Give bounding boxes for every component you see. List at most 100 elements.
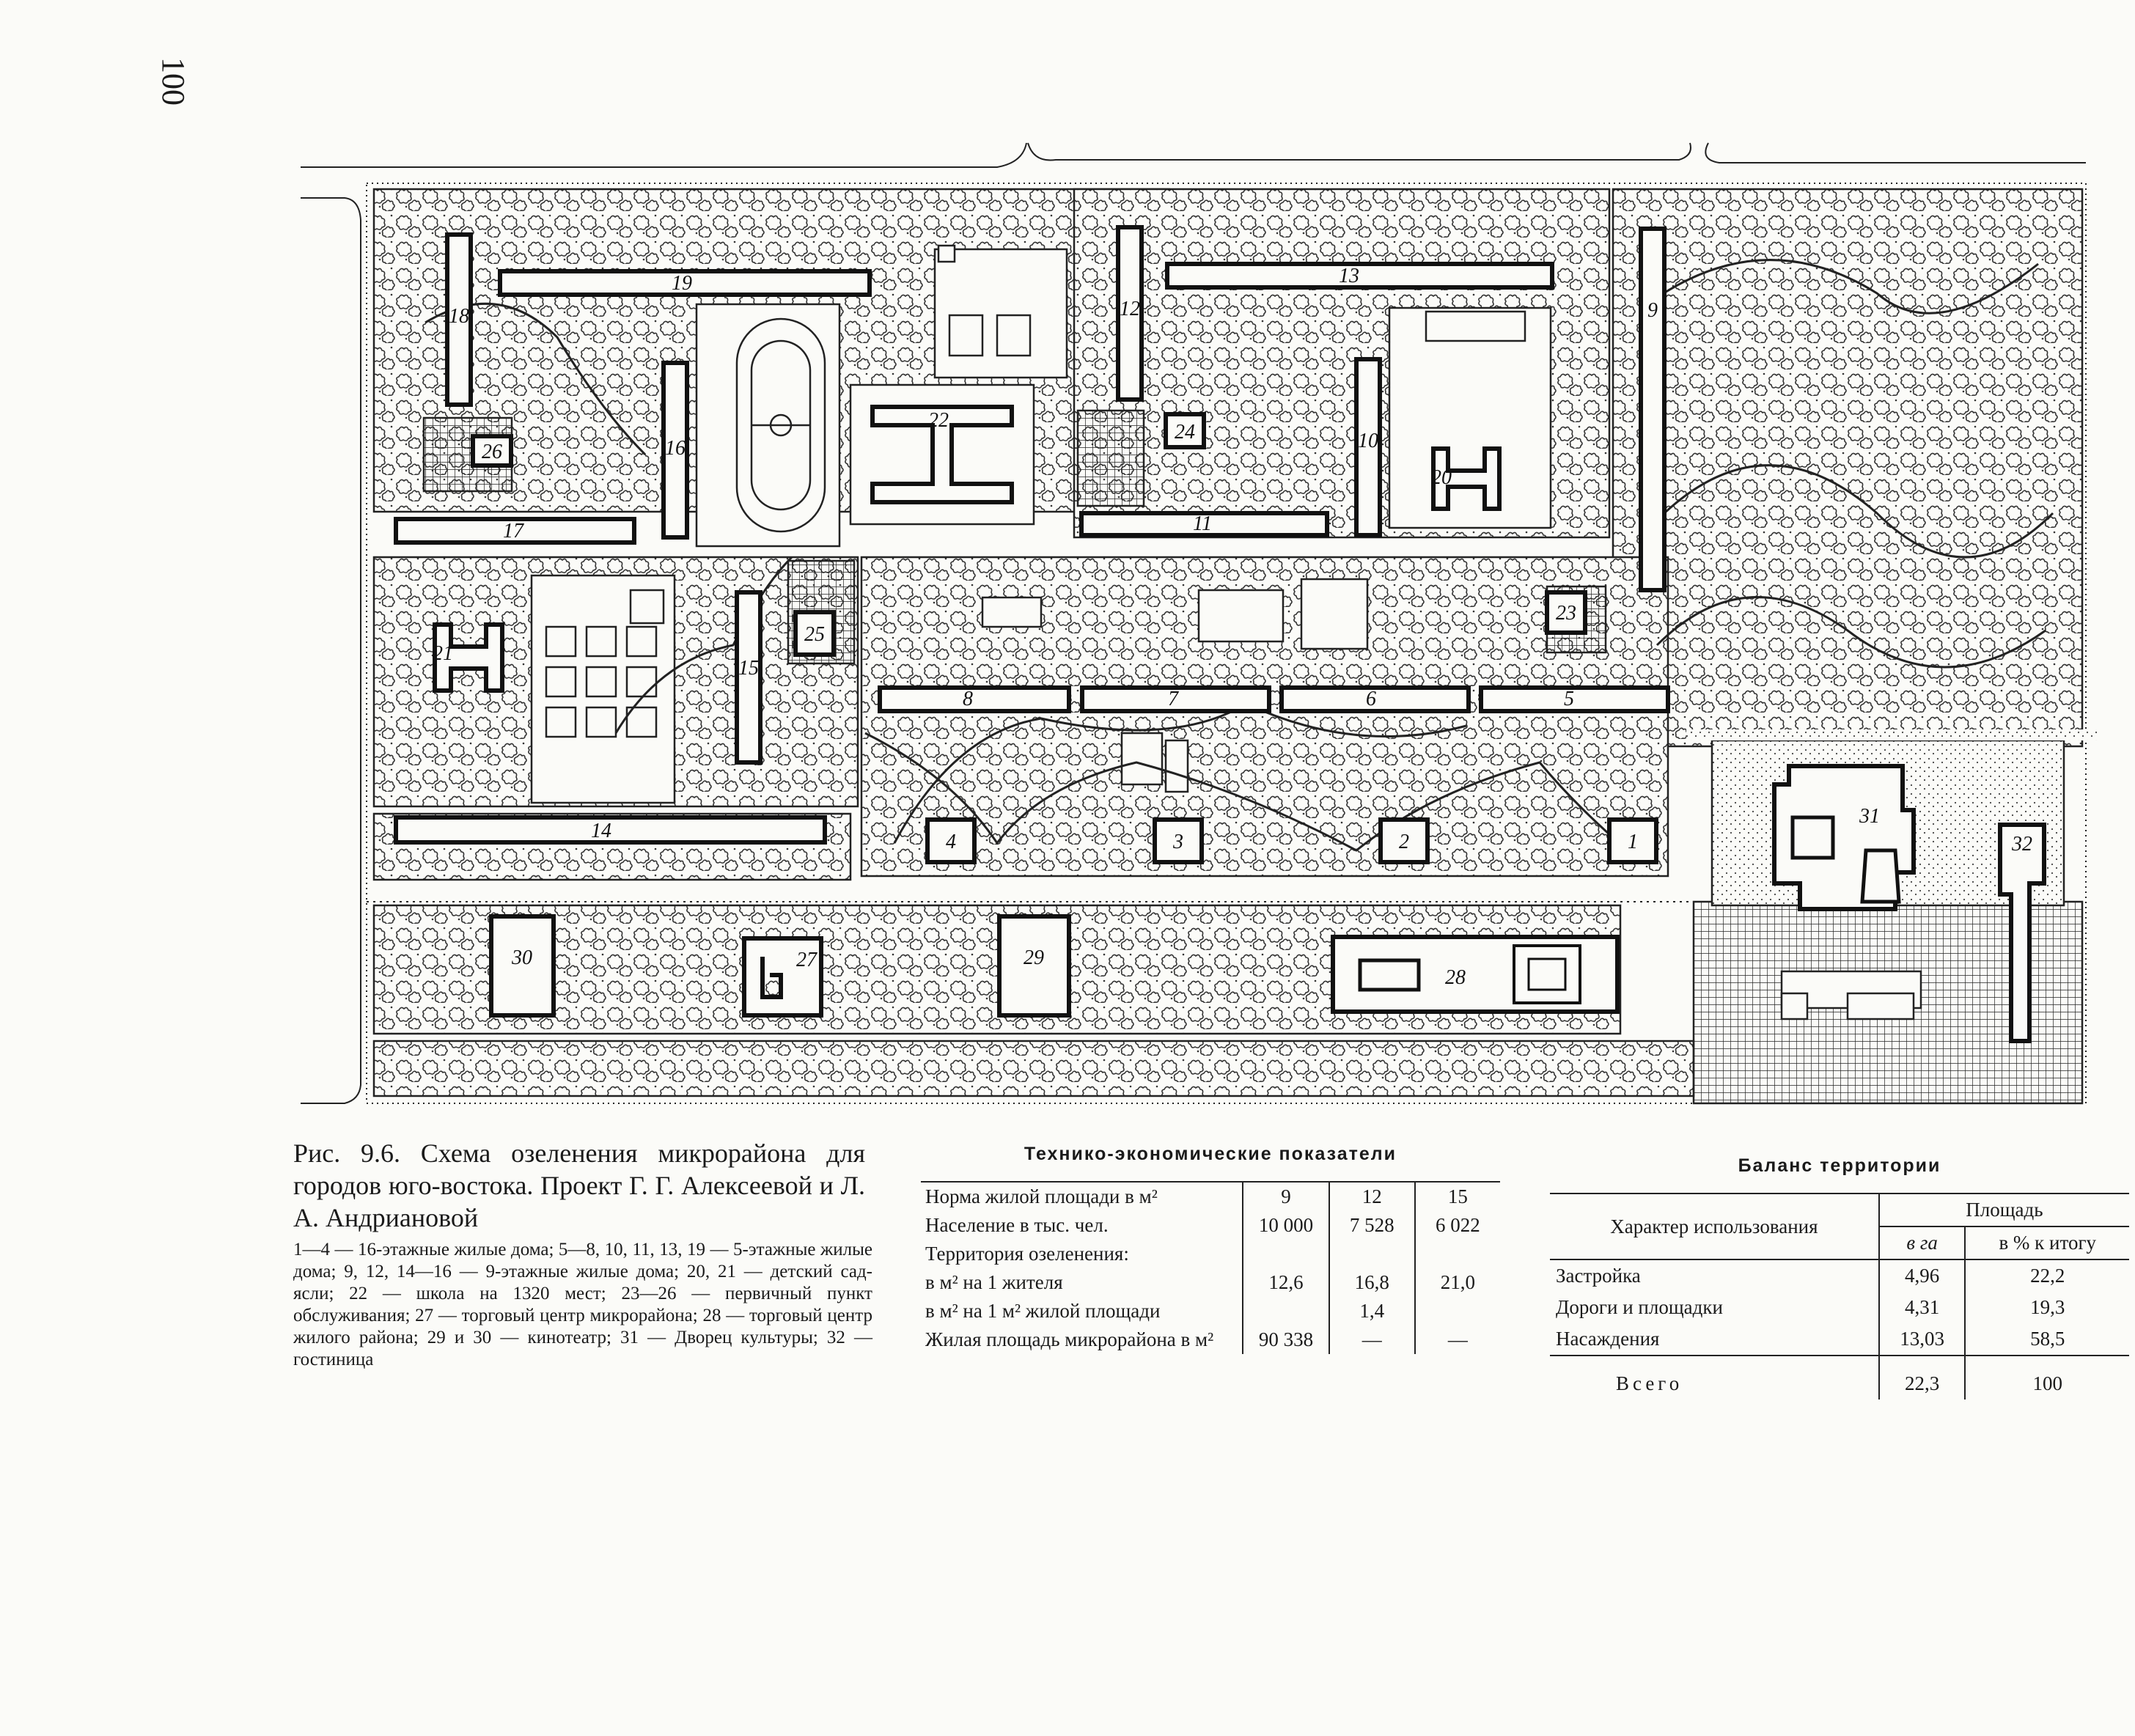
label-11: 11 <box>1193 512 1212 535</box>
building-17 <box>394 517 636 545</box>
label-31: 31 <box>1859 805 1880 828</box>
label-15: 15 <box>738 657 759 680</box>
building-15 <box>735 590 762 765</box>
cell-value <box>1414 1297 1500 1325</box>
building-2 <box>1378 817 1430 864</box>
territory-balance: Баланс территории Характер использования… <box>1550 1155 2129 1400</box>
label-18: 18 <box>449 305 469 328</box>
cell-value: 1,4 <box>1328 1297 1415 1325</box>
label-32: 32 <box>2011 833 2032 856</box>
label-4: 4 <box>946 831 956 853</box>
building-11 <box>1079 511 1329 537</box>
label-21: 21 <box>433 642 453 665</box>
label-24: 24 <box>1175 421 1195 444</box>
label-1: 1 <box>1628 831 1638 853</box>
label-10: 10 <box>1358 430 1378 452</box>
col-use-header: Характер использования <box>1550 1193 1879 1260</box>
building-16 <box>661 361 689 540</box>
cell-value: 10 000 <box>1242 1211 1329 1240</box>
cell-value: — <box>1328 1325 1415 1354</box>
cell-value: 22,3 <box>1878 1356 1966 1400</box>
label-12: 12 <box>1120 298 1140 320</box>
cell-value: 13,03 <box>1878 1323 1966 1356</box>
technical-indicators: Технико-экономические показатели Норма ж… <box>921 1144 1500 1354</box>
building-30 <box>489 914 556 1018</box>
table-row: Территория озеленения: <box>921 1240 1500 1268</box>
building-13 <box>1165 262 1554 290</box>
building-7 <box>1080 685 1271 713</box>
buildings <box>394 225 2046 1043</box>
label-19: 19 <box>672 272 692 295</box>
table-row: Застройка 4,96 22,2 <box>1550 1259 2129 1292</box>
label-13: 13 <box>1339 265 1359 287</box>
cell-value: 22,2 <box>1964 1259 2129 1292</box>
label-28: 28 <box>1445 966 1466 989</box>
building-21 <box>433 622 504 693</box>
building-28 <box>1331 935 1620 1014</box>
table-row: Дороги и площадки 4,31 19,3 <box>1550 1292 2129 1323</box>
cell-value: 15 <box>1414 1182 1500 1211</box>
tech-table: Норма жилой площади в м² 9 12 15 Населен… <box>921 1181 1500 1354</box>
cell-value: 9 <box>1242 1182 1329 1211</box>
table-row: Насаждения 13,03 58,5 <box>1550 1323 2129 1356</box>
building-9 <box>1639 227 1667 592</box>
building-4 <box>925 817 977 864</box>
balance-table: Характер использования Площадь в га в % … <box>1550 1193 2129 1400</box>
label-22: 22 <box>928 409 949 432</box>
tech-title: Технико-экономические показатели <box>1024 1144 1397 1164</box>
building-3 <box>1153 817 1204 864</box>
figure-legend: 1—4 — 16-этажные жилые дома; 5—8, 10, 11… <box>293 1240 872 1369</box>
label-17: 17 <box>503 520 524 542</box>
cell-label: Жилая площадь микрорайона в м² <box>925 1328 1214 1350</box>
cell-value <box>1414 1240 1500 1268</box>
building-29 <box>997 914 1071 1018</box>
balance-title: Баланс территории <box>1738 1155 1941 1176</box>
cell-value: 100 <box>1964 1356 2129 1400</box>
building-22 <box>870 405 1014 504</box>
cell-value: 21,0 <box>1414 1268 1500 1297</box>
cell-label: Дороги и площадки <box>1556 1296 1723 1318</box>
building-20 <box>1431 446 1502 511</box>
building-14 <box>394 815 827 845</box>
cell-value: 90 338 <box>1242 1325 1329 1354</box>
building-31 <box>1772 764 1916 911</box>
col-ha-header: в га <box>1878 1226 1966 1260</box>
figure-caption: Рис. 9.6. Схема озеленения микрорайона д… <box>293 1139 865 1232</box>
label-8: 8 <box>963 688 973 710</box>
building-8 <box>878 685 1071 713</box>
label-3: 3 <box>1172 831 1183 853</box>
building-18 <box>445 232 473 407</box>
cell-value: 12 <box>1328 1182 1415 1211</box>
table-row: в м² на 1 м² жилой площади 1,4 <box>921 1297 1500 1325</box>
label-30: 30 <box>511 946 532 969</box>
table-row-total: Всего 22,3 100 <box>1550 1356 2129 1400</box>
table-row: Население в тыс. чел. 10 000 7 528 6 022 <box>921 1211 1500 1240</box>
cell-label: Всего <box>1616 1372 1683 1394</box>
cell-value: 6 022 <box>1414 1211 1500 1240</box>
table-row: в м² на 1 жителя 12,6 16,8 21,0 <box>921 1268 1500 1297</box>
building-23 <box>1545 590 1587 635</box>
label-14: 14 <box>591 820 611 842</box>
label-7: 7 <box>1168 688 1179 710</box>
building-12 <box>1116 225 1144 402</box>
building-25 <box>793 610 836 657</box>
label-9: 9 <box>1647 299 1658 322</box>
cell-value: 7 528 <box>1328 1211 1415 1240</box>
cell-value: — <box>1414 1325 1500 1354</box>
cell-value: 19,3 <box>1964 1292 2129 1323</box>
building-10 <box>1354 357 1382 537</box>
cell-value: 4,31 <box>1878 1292 1966 1323</box>
col-area-header: Площадь <box>1878 1193 2129 1227</box>
building-5 <box>1479 685 1670 713</box>
building-19 <box>498 269 872 297</box>
label-25: 25 <box>804 623 825 646</box>
label-23: 23 <box>1556 602 1576 625</box>
label-26: 26 <box>482 441 502 463</box>
cell-label: Насаждения <box>1556 1328 1660 1350</box>
label-6: 6 <box>1366 688 1376 710</box>
cell-value <box>1242 1240 1329 1268</box>
building-24 <box>1164 412 1206 449</box>
cell-label: Население в тыс. чел. <box>925 1214 1109 1236</box>
cell-value: 16,8 <box>1328 1268 1415 1297</box>
label-16: 16 <box>665 437 686 460</box>
